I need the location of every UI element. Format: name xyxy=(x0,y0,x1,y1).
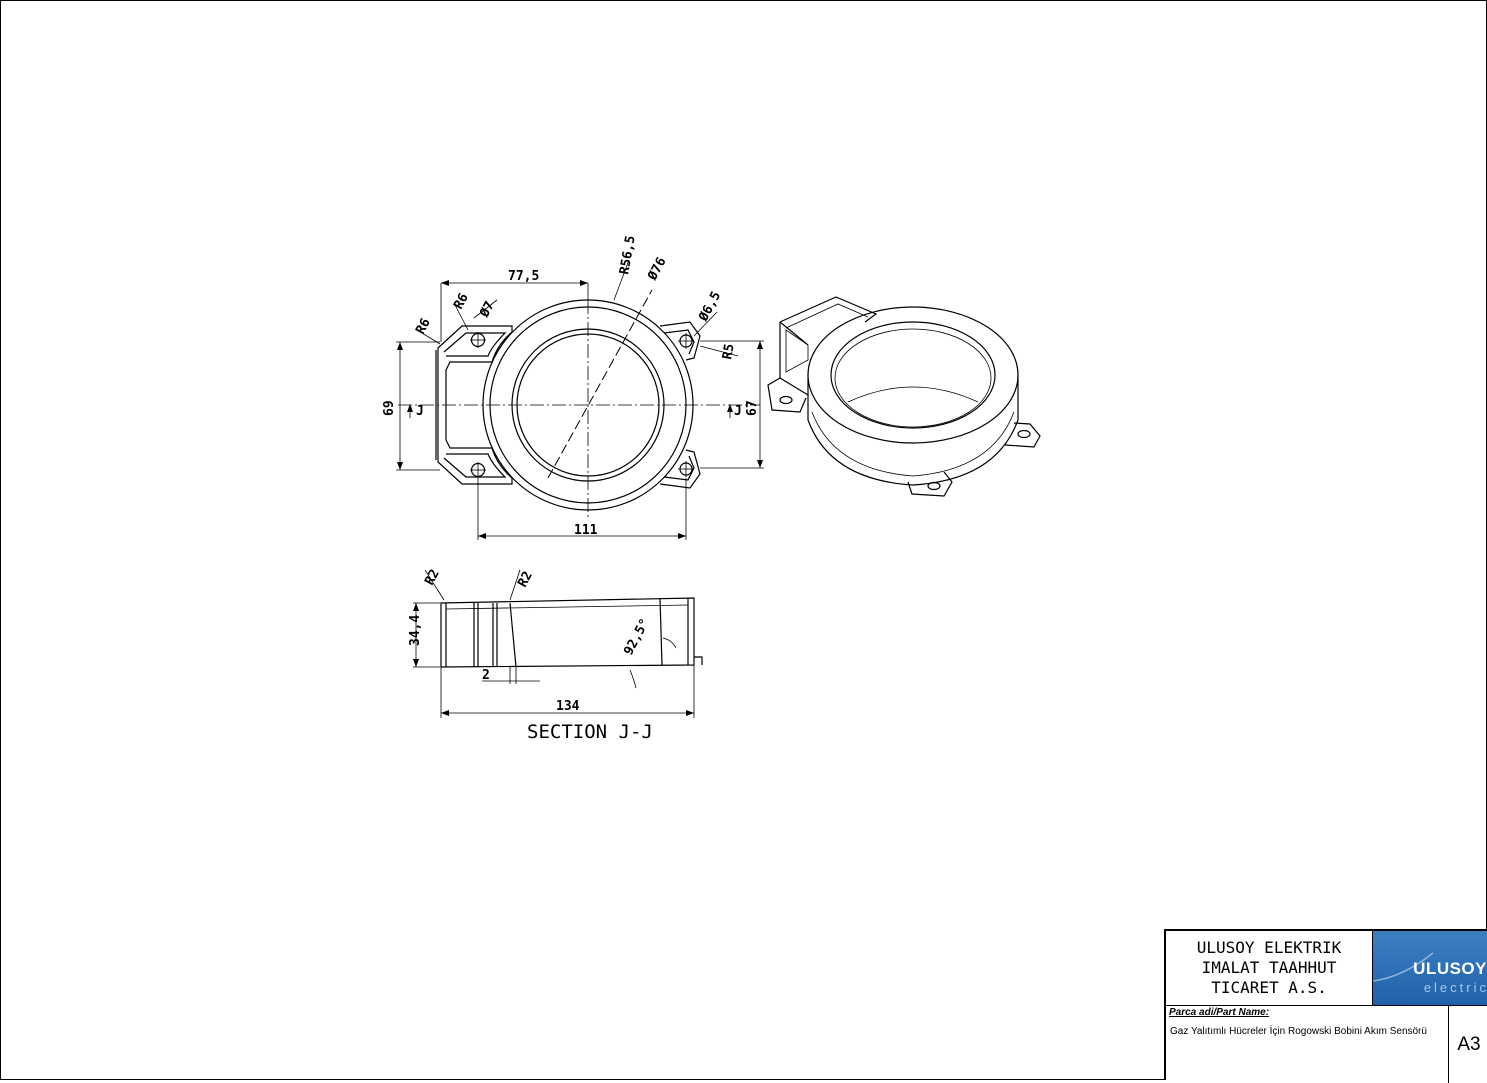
dia76-leader xyxy=(547,289,653,479)
company-logo: ULUSOY electric xyxy=(1373,931,1487,1005)
iso-hole-left xyxy=(779,395,793,405)
dim-dia76: Ø76 xyxy=(645,255,670,284)
part-name-value: Gaz Yalıtımlı Hücreler İçin Rogowski Bob… xyxy=(1170,1026,1427,1037)
dim-r2-b: R2 xyxy=(515,569,536,590)
dim-2: 2 xyxy=(482,668,490,683)
iso-bore-inner-wall xyxy=(847,386,979,403)
section-wall-6 xyxy=(509,602,517,668)
iso-lug-bottom xyxy=(907,471,953,497)
section-lip xyxy=(694,656,703,665)
section-arrowheads xyxy=(413,603,694,716)
left-housing xyxy=(437,325,513,485)
dim-77-5: 77,5 xyxy=(508,269,539,284)
dim-dia7: Ø7 xyxy=(477,299,498,321)
iso-housing-top-inner xyxy=(785,303,869,329)
hole-crosshairs xyxy=(470,332,694,478)
iso-housing-top xyxy=(779,296,878,323)
iso-hole-bottom xyxy=(927,481,941,491)
section-wall-7 xyxy=(659,597,663,666)
dim-134: 134 xyxy=(556,699,580,714)
section-dimension-texts: R2 R2 34,4 92,5° 2 134 SECTION J-J xyxy=(408,567,653,743)
iso-hole-right xyxy=(1017,429,1031,439)
company-line-3: TICARET A.S. xyxy=(1211,978,1327,997)
left-housing-inner-bottom xyxy=(443,453,507,478)
dim-dia6-5: Ø6,5 xyxy=(696,289,724,325)
dim-r6-b: R6 xyxy=(451,291,472,312)
section-dimension-lines xyxy=(413,569,695,718)
logo-name: ULUSOY xyxy=(1413,959,1487,978)
dim-111: 111 xyxy=(574,523,598,538)
logo-swoosh-icon xyxy=(1373,952,1434,982)
company-name: ULUSOY ELEKTRIK IMALAT TAAHHUT TICARET A… xyxy=(1166,931,1373,1005)
logo-subtitle: electric xyxy=(1423,980,1487,995)
section-title: SECTION J-J xyxy=(527,721,653,743)
title-block: ULUSOY ELEKTRIK IMALAT TAAHHUT TICARET A… xyxy=(1164,929,1487,1083)
company-line-2: IMALAT TAAHHUT xyxy=(1201,958,1337,977)
top-view xyxy=(396,259,764,540)
top-arrowheads xyxy=(397,280,763,539)
part-name-row: Parca adi/Part Name: Gaz Yalıtımlı Hücre… xyxy=(1166,1005,1487,1083)
iso-body-edge xyxy=(811,411,1015,477)
dim-r2-a: R2 xyxy=(422,567,443,588)
top-dimension-texts: 77,5 R56,5 Ø76 R6 R6 Ø7 Ø6,5 R5 69 67 11… xyxy=(382,235,760,538)
iso-bore-top-inner xyxy=(834,328,992,428)
section-view xyxy=(413,569,703,718)
part-name-label: Parca adi/Part Name: xyxy=(1169,1007,1270,1018)
dim-r56-5: R56,5 xyxy=(617,235,639,276)
company-line-1: ULUSOY ELEKTRIK xyxy=(1196,938,1342,957)
section-inner-top xyxy=(445,604,689,610)
iso-housing-edge xyxy=(779,321,809,346)
iso-lug-left xyxy=(767,377,807,413)
iso-housing-slot xyxy=(785,329,809,373)
left-housing-inner-top xyxy=(443,332,507,357)
isometric-view xyxy=(767,296,1041,497)
dim-r5: R5 xyxy=(720,343,737,361)
sheet-size: A3 xyxy=(1448,1006,1487,1083)
iso-bore-top xyxy=(830,321,996,429)
center-lines xyxy=(398,300,760,520)
cut-marker-right: J xyxy=(734,404,742,419)
cut-marker-left: J xyxy=(416,404,424,419)
dim-69: 69 xyxy=(382,400,397,416)
top-dimension-lines xyxy=(396,259,764,540)
dim-angle: 92,5° xyxy=(621,616,653,658)
iso-body-side xyxy=(807,375,1019,486)
dim-67: 67 xyxy=(745,400,760,416)
lug-bottom-right xyxy=(659,449,701,489)
dim-34-4: 34,4 xyxy=(408,615,423,646)
dim-r6-a: R6 xyxy=(413,316,434,337)
iso-top-outer xyxy=(807,306,1019,444)
lug-top-right-inner xyxy=(663,329,695,355)
lug-top-right xyxy=(659,321,701,361)
lug-bottom-right-inner xyxy=(663,455,695,481)
iso-lug-right xyxy=(1004,422,1041,448)
